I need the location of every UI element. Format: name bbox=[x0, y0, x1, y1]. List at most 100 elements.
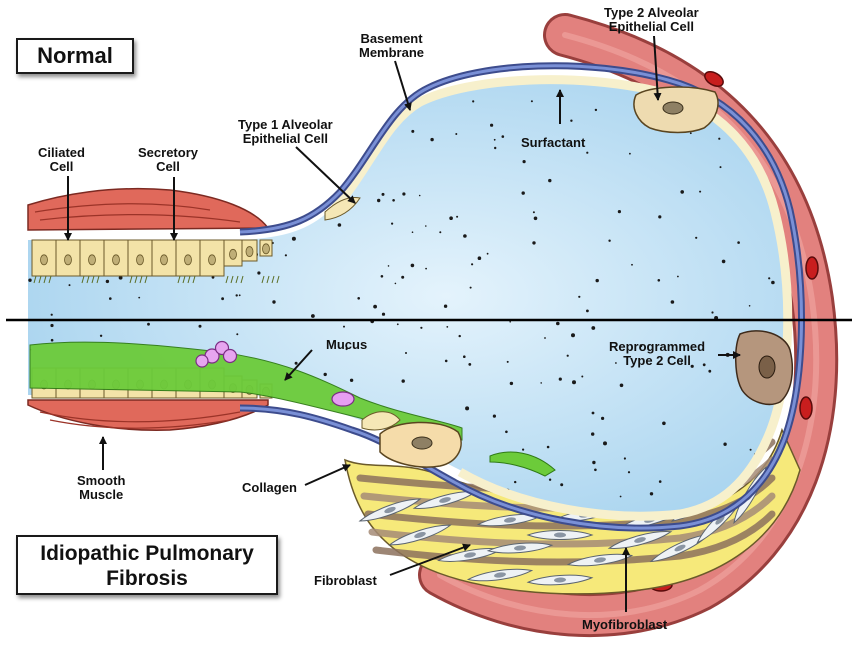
particle bbox=[522, 448, 525, 451]
particle bbox=[493, 138, 496, 141]
label-mucus-line1: Mucus bbox=[326, 337, 368, 352]
particle bbox=[657, 279, 661, 282]
particle bbox=[571, 333, 575, 338]
particle bbox=[236, 333, 239, 336]
particle bbox=[514, 480, 517, 484]
particle bbox=[578, 295, 581, 298]
particle bbox=[345, 347, 348, 351]
particle bbox=[591, 432, 595, 436]
particle bbox=[601, 416, 605, 420]
particle bbox=[469, 286, 472, 289]
particle bbox=[546, 445, 550, 449]
particle bbox=[658, 215, 662, 219]
particle bbox=[680, 361, 683, 363]
particle bbox=[468, 363, 472, 366]
particle bbox=[118, 275, 123, 280]
cell-nucleus bbox=[64, 254, 72, 266]
particle bbox=[105, 279, 110, 284]
particle bbox=[658, 480, 662, 483]
particle bbox=[458, 334, 461, 338]
particle bbox=[708, 369, 712, 373]
particle bbox=[420, 326, 423, 329]
particle bbox=[619, 495, 622, 498]
particle bbox=[492, 414, 496, 418]
fibroblast bbox=[388, 524, 452, 546]
particle bbox=[532, 241, 536, 245]
label-pointers bbox=[64, 35, 741, 612]
particle bbox=[387, 265, 390, 267]
particle bbox=[490, 123, 494, 127]
red-blood-cell bbox=[704, 71, 724, 87]
particle bbox=[721, 259, 726, 264]
particle bbox=[392, 199, 395, 202]
particle bbox=[472, 100, 475, 103]
pointer-collagen bbox=[304, 464, 351, 486]
particle bbox=[749, 448, 752, 451]
particle bbox=[617, 210, 622, 214]
particle bbox=[465, 406, 470, 411]
label-collagen-line1: Collagen bbox=[242, 480, 297, 495]
particle bbox=[702, 363, 706, 367]
particle bbox=[68, 284, 71, 287]
label-basement-line2: Membrane bbox=[359, 45, 425, 60]
particle bbox=[591, 326, 596, 330]
particle bbox=[28, 278, 32, 282]
pointer-type1 bbox=[295, 146, 356, 204]
particle bbox=[768, 277, 771, 280]
cell-nucleus bbox=[262, 243, 270, 255]
particle bbox=[677, 275, 679, 278]
cilium bbox=[38, 275, 42, 284]
label-type2-line1: Type 2 Alveolar bbox=[604, 5, 699, 20]
myofibroblast-band bbox=[372, 510, 776, 566]
fibroblast bbox=[466, 568, 534, 582]
particle bbox=[463, 355, 466, 359]
fibroblast bbox=[566, 553, 634, 567]
fibroblast bbox=[486, 542, 554, 554]
pointer-fibroblast bbox=[389, 543, 471, 576]
particle bbox=[771, 280, 775, 285]
particle bbox=[649, 492, 654, 496]
reprogrammed-type2-cell bbox=[735, 330, 793, 406]
cilium bbox=[187, 275, 191, 284]
fibroblast bbox=[526, 530, 594, 540]
particle bbox=[544, 337, 546, 339]
particle bbox=[639, 344, 643, 348]
particle bbox=[425, 225, 427, 227]
label-smooth-muscle: Smooth Muscle bbox=[77, 474, 125, 502]
label-type2-cell: Type 2 Alveolar Epithelial Cell bbox=[604, 6, 699, 34]
cilium bbox=[96, 275, 100, 284]
particle bbox=[509, 321, 512, 323]
particle bbox=[558, 377, 562, 381]
particle bbox=[591, 411, 595, 415]
airway-epithelium-normal bbox=[31, 239, 280, 284]
particle bbox=[411, 129, 415, 133]
cell-nucleus bbox=[136, 254, 144, 266]
particle bbox=[556, 321, 560, 326]
basement-membrane-highlight bbox=[239, 64, 803, 530]
cell-nucleus bbox=[160, 254, 168, 266]
particle bbox=[505, 430, 508, 434]
particle bbox=[594, 468, 597, 472]
particle bbox=[719, 166, 722, 169]
label-myofibroblast-line1: Myofibroblast bbox=[582, 617, 668, 632]
particle bbox=[50, 323, 54, 328]
particle bbox=[443, 304, 448, 308]
cilium bbox=[261, 275, 265, 284]
cilium bbox=[129, 275, 133, 284]
label-fibroblast: Fibroblast bbox=[314, 574, 377, 588]
label-secretory-line1: Secretory bbox=[138, 145, 198, 160]
particle bbox=[530, 100, 533, 103]
cilium bbox=[43, 275, 47, 284]
particle bbox=[455, 133, 458, 135]
particle bbox=[748, 305, 751, 307]
particle bbox=[680, 190, 684, 194]
particle bbox=[257, 271, 261, 275]
cilium bbox=[134, 275, 138, 284]
particle bbox=[380, 275, 384, 278]
particle bbox=[357, 297, 361, 300]
label-smooth-muscle-line1: Smooth bbox=[77, 473, 126, 488]
cilium bbox=[271, 275, 275, 284]
label-type1-line2: Epithelial Cell bbox=[242, 131, 328, 146]
particle bbox=[396, 323, 399, 326]
title-ipf: Idiopathic Pulmonary Fibrosis bbox=[16, 535, 278, 595]
